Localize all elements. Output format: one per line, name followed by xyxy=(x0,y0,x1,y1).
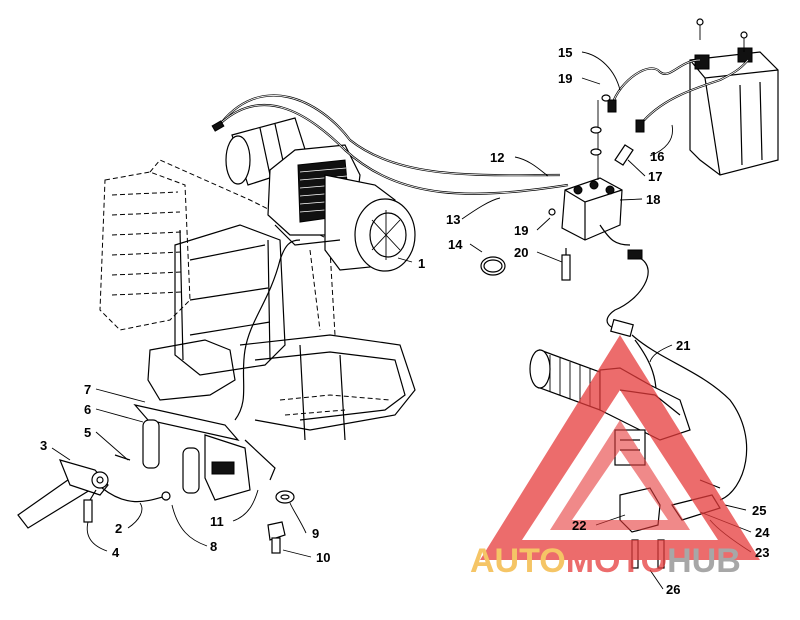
part-label-3: 3 xyxy=(40,438,47,453)
hose-clamp-drawing xyxy=(480,256,506,276)
front-bumper-drawing xyxy=(99,159,416,441)
part-label-19-top: 19 xyxy=(558,71,572,86)
part-label-23: 23 xyxy=(755,545,769,560)
watermark-triangle-icon xyxy=(480,335,760,560)
fairlead-mount-drawing xyxy=(114,404,276,501)
part-label-26: 26 xyxy=(666,582,680,597)
part-label-15: 15 xyxy=(558,45,572,60)
part-label-6: 6 xyxy=(84,402,91,417)
watermark-text-auto: AUTO xyxy=(470,542,566,580)
part-label-4: 4 xyxy=(112,545,120,560)
part-label-24: 24 xyxy=(755,525,770,540)
winch-assembly-drawing xyxy=(225,117,416,272)
watermark-text-moto: MOTO xyxy=(566,542,667,580)
part-labels: 1 2 3 4 5 6 7 8 9 10 11 12 13 14 15 16 1… xyxy=(40,45,770,597)
part-label-7: 7 xyxy=(84,382,91,397)
part-label-13: 13 xyxy=(446,212,460,227)
part-label-14: 14 xyxy=(448,237,463,252)
battery-drawing xyxy=(607,18,779,176)
solenoid-drawing xyxy=(548,94,643,281)
winch-cables-drawing xyxy=(211,94,569,195)
part-label-5: 5 xyxy=(84,425,91,440)
part-label-19-bottom: 19 xyxy=(514,223,528,238)
part-label-12: 12 xyxy=(490,150,504,165)
part-label-20: 20 xyxy=(514,245,528,260)
part-label-18: 18 xyxy=(646,192,660,207)
part-label-2: 2 xyxy=(115,521,122,536)
part-label-8: 8 xyxy=(210,539,217,554)
part-label-10: 10 xyxy=(316,550,330,565)
part-label-11: 11 xyxy=(210,514,224,529)
part-label-9: 9 xyxy=(312,526,319,541)
part-label-21: 21 xyxy=(676,338,690,353)
switch-harness-drawing xyxy=(606,257,748,501)
part-label-22: 22 xyxy=(572,518,586,533)
part-label-25: 25 xyxy=(752,503,766,518)
part-label-16: 16 xyxy=(650,149,664,164)
part-label-17: 17 xyxy=(648,169,662,184)
remote-control-drawing xyxy=(17,239,301,529)
watermark-logo: AUTOMOTOHUB xyxy=(470,335,760,580)
part-label-1: 1 xyxy=(418,256,425,271)
watermark-inner-triangle-icon xyxy=(550,420,690,530)
mount-bolt-drawing xyxy=(267,490,295,554)
svg-text:AUTOMOTOHUB: AUTOMOTOHUB xyxy=(470,542,741,580)
watermark-text-hub: HUB xyxy=(667,542,741,580)
